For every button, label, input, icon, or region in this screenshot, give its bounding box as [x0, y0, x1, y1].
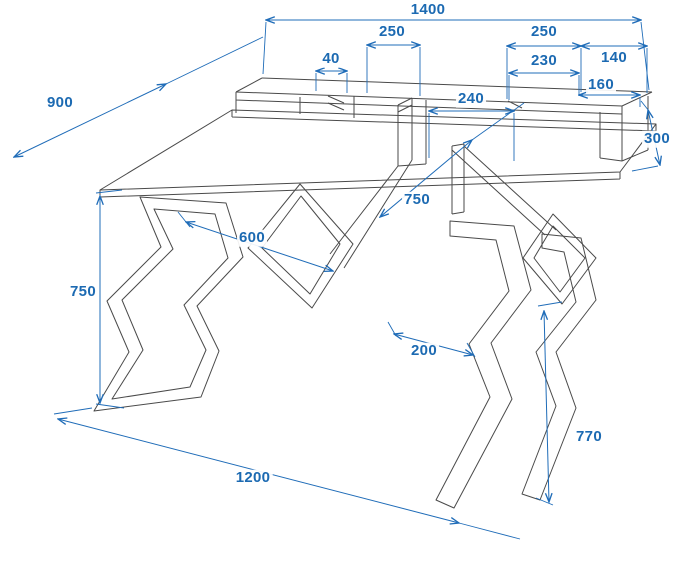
right-front-leg — [521, 233, 597, 501]
riser-left-supports — [235, 96, 355, 118]
dim-top-depth — [380, 102, 525, 217]
right-braces — [451, 145, 557, 236]
dim-desk-height — [95, 189, 125, 409]
riser-end-edges — [235, 77, 653, 107]
dim-shelf-step — [316, 71, 347, 93]
dim-shelf-right-support — [579, 95, 640, 107]
dim-label-shelf-mid-depth: 240 — [456, 89, 486, 108]
riser-mid-column — [397, 98, 427, 167]
dim-label-top-depth: 750 — [402, 190, 432, 209]
dimension-lines — [14, 20, 660, 540]
dim-label-total-width: 1400 — [408, 0, 448, 19]
riser-notches — [327, 95, 523, 113]
dim-label-shelf-right-support: 160 — [586, 75, 616, 94]
right-support-outer — [522, 213, 597, 305]
right-back-frame — [451, 143, 465, 215]
dim-right-leg-height — [535, 301, 563, 506]
dim-label-shelf-right-segment: 250 — [529, 22, 559, 41]
left-leg-outer — [93, 196, 244, 412]
dim-label-riser-height: 300 — [642, 129, 672, 148]
dim-label-shelf-step: 40 — [320, 49, 342, 68]
mid-support-inner — [261, 195, 341, 295]
mid-support-braces — [329, 159, 413, 269]
dim-shelf-right-end — [581, 46, 647, 93]
dim-desk-depth — [14, 36, 264, 157]
dim-label-mid-support-width: 200 — [409, 341, 439, 360]
right-support-inner — [533, 225, 586, 293]
dim-label-desk-depth: 900 — [45, 93, 75, 112]
riser-front-edge — [235, 91, 623, 107]
dim-label-desk-height: 750 — [68, 282, 98, 301]
dim-label-shelf-right-inner: 230 — [529, 51, 559, 70]
dim-left-leg-span — [177, 211, 333, 271]
dim-label-right-leg-height: 770 — [574, 427, 604, 446]
desktop-front-thickness — [99, 172, 621, 198]
dim-shelf-right-segment — [507, 46, 581, 99]
dim-label-left-leg-span: 600 — [237, 228, 267, 247]
dim-label-shelf-left-segment: 250 — [377, 22, 407, 41]
dim-label-shelf-right-end: 140 — [599, 48, 629, 67]
dim-total-width — [262, 20, 650, 91]
dim-shelf-right-inner — [509, 73, 579, 100]
left-leg-inner — [111, 208, 229, 400]
dim-label-base-width: 1200 — [233, 468, 273, 487]
dim-shelf-left-segment — [367, 45, 420, 96]
right-rear-leg — [435, 220, 532, 509]
desk-wireframe — [93, 77, 657, 509]
